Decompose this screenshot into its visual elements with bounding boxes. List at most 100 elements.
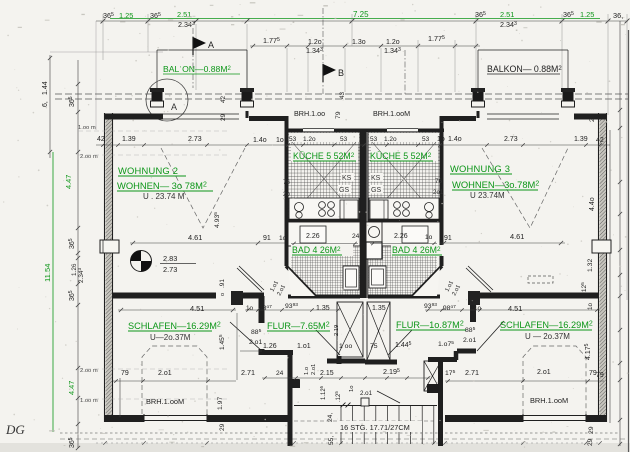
- svg-text:2.51: 2.51: [500, 10, 514, 19]
- svg-text:53: 53: [370, 136, 378, 143]
- svg-text:1.o1: 1.o1: [444, 280, 455, 293]
- svg-text:4.61: 4.61: [510, 232, 524, 241]
- svg-text:4.47: 4.47: [67, 381, 76, 395]
- svg-text:1o: 1o: [437, 136, 445, 143]
- svg-text:.91: .91: [219, 279, 226, 288]
- svg-text:.125: .125: [334, 391, 342, 402]
- svg-text:4.175: 4.175: [584, 343, 592, 360]
- svg-text:KÜCHE 5 52M2: KÜCHE 5 52M2: [293, 151, 355, 161]
- svg-text:1.445: 1.445: [395, 341, 412, 349]
- svg-text:1o: 1o: [587, 302, 594, 310]
- svg-text:4.4o: 4.4o: [589, 197, 596, 211]
- svg-text:365: 365: [68, 96, 76, 107]
- svg-text:29: 29: [219, 423, 226, 431]
- svg-text:7.25: 7.25: [353, 10, 369, 19]
- svg-text:1o: 1o: [276, 137, 284, 144]
- svg-text:1o: 1o: [349, 386, 355, 392]
- svg-text:1.125: 1.125: [319, 385, 327, 400]
- svg-text:WOHNUNG 3: WOHNUNG 3: [450, 163, 510, 174]
- svg-text:1.775: 1.775: [263, 36, 280, 45]
- svg-text:FLUR—7.65M2: FLUR—7.65M2: [267, 321, 330, 331]
- svg-text:53: 53: [289, 136, 297, 143]
- svg-text:42: 42: [220, 95, 227, 103]
- svg-text:75: 75: [370, 343, 378, 350]
- svg-text:1.3o: 1.3o: [352, 39, 366, 46]
- svg-text:1.97: 1.97: [217, 397, 224, 410]
- svg-text:29: 29: [587, 438, 594, 446]
- svg-text:SCHLAFEN—16.29M2: SCHLAFEN—16.29M2: [128, 321, 221, 331]
- svg-text:2.oo m: 2.oo m: [80, 154, 98, 160]
- svg-text:365: 365: [68, 238, 76, 249]
- svg-text:o: o: [220, 293, 226, 296]
- svg-text:WOHNEN— 3o 78M2: WOHNEN— 3o 78M2: [117, 180, 207, 191]
- svg-text:1.4o: 1.4o: [448, 136, 462, 143]
- svg-text:GS: GS: [371, 187, 381, 194]
- svg-text:2o1: 2o1: [433, 189, 444, 196]
- svg-text:1.o1: 1.o1: [297, 343, 311, 350]
- svg-text:365: 365: [150, 11, 161, 20]
- svg-text:1.35: 1.35: [316, 305, 330, 312]
- svg-text:KÜCHE 5 52M2: KÜCHE 5 52M2: [370, 151, 432, 161]
- svg-text:11.54: 11.54: [43, 264, 52, 282]
- svg-text:91: 91: [444, 235, 452, 242]
- svg-text:885: 885: [251, 328, 262, 336]
- svg-text:53: 53: [340, 136, 348, 143]
- svg-text:55,: 55,: [328, 436, 335, 445]
- svg-text:SCHLAFEN—16.29M2: SCHLAFEN—16.29M2: [500, 320, 593, 330]
- svg-text:.98o7: .98o7: [441, 304, 456, 312]
- svg-text:1.2o: 1.2o: [303, 136, 316, 143]
- svg-text:1o: 1o: [474, 305, 482, 312]
- svg-text:1.2o: 1.2o: [384, 136, 397, 143]
- svg-text:1.343: 1.343: [306, 46, 323, 55]
- svg-text:79: 79: [589, 370, 597, 377]
- svg-text:24: 24: [352, 233, 360, 240]
- svg-text:365: 365: [68, 290, 76, 301]
- svg-text:4.51: 4.51: [190, 304, 204, 313]
- svg-text:9393: 9393: [424, 302, 437, 310]
- svg-text:2.343: 2.343: [77, 268, 85, 283]
- svg-text:16 STG. 17.71/27CM: 16 STG. 17.71/27CM: [340, 423, 410, 432]
- svg-text:4.61: 4.61: [188, 233, 202, 242]
- svg-text:BRH.1.ooM: BRH.1.ooM: [530, 396, 568, 405]
- svg-text:1.26: 1.26: [263, 343, 277, 350]
- svg-text:24: 24: [276, 370, 284, 377]
- svg-text:175: 175: [445, 369, 456, 377]
- svg-text:BALˈON—0.88M2: BALˈON—0.88M2: [163, 64, 231, 74]
- svg-text:29: 29: [589, 114, 596, 122]
- svg-text:2.71: 2.71: [241, 368, 255, 377]
- svg-text:1o: 1o: [246, 305, 254, 312]
- svg-text:1.775: 1.775: [428, 34, 445, 43]
- svg-text:BRH.1.oo: BRH.1.oo: [294, 109, 325, 118]
- svg-text:1.39: 1.39: [122, 136, 136, 143]
- svg-text:76: 76: [283, 179, 290, 186]
- svg-text:42: 42: [97, 136, 105, 143]
- svg-text:2.oo m: 2.oo m: [80, 368, 98, 374]
- svg-text:2.26: 2.26: [306, 233, 320, 240]
- svg-text:2.51: 2.51: [177, 10, 191, 19]
- svg-text:79: 79: [335, 111, 342, 119]
- svg-text:2.71: 2.71: [465, 368, 479, 377]
- svg-text:1.oo m: 1.oo m: [78, 125, 96, 131]
- svg-text:2.o1: 2.o1: [451, 284, 462, 297]
- svg-text:29: 29: [588, 426, 595, 434]
- svg-text:KS: KS: [342, 175, 352, 182]
- svg-text:365: 365: [563, 10, 574, 19]
- svg-text:2.195: 2.195: [383, 367, 400, 376]
- svg-text:U 23.74M: U 23.74M: [470, 191, 505, 200]
- svg-text:9393: 9393: [285, 302, 298, 310]
- svg-text:6,: 6,: [42, 101, 49, 107]
- svg-text:BAD 4 26M2: BAD 4 26M2: [292, 245, 341, 255]
- svg-text:A: A: [208, 40, 214, 50]
- svg-text:WOHNUNG 2: WOHNUNG 2: [118, 165, 178, 176]
- svg-text:1.343: 1.343: [384, 46, 401, 55]
- svg-text:24,: 24,: [327, 413, 334, 422]
- svg-text:FLUR—1o.87M2: FLUR—1o.87M2: [396, 320, 464, 330]
- svg-text:BAD 4 26M2: BAD 4 26M2: [392, 245, 441, 255]
- svg-text:1.2o: 1.2o: [386, 39, 400, 46]
- svg-text:2.o1: 2.o1: [537, 369, 551, 376]
- svg-text:91: 91: [263, 235, 271, 242]
- svg-text:2.o1: 2.o1: [249, 339, 262, 346]
- svg-text:4.51: 4.51: [508, 304, 522, 313]
- svg-text:2o: 2o: [283, 191, 290, 198]
- svg-text:2.26: 2.26: [394, 233, 408, 240]
